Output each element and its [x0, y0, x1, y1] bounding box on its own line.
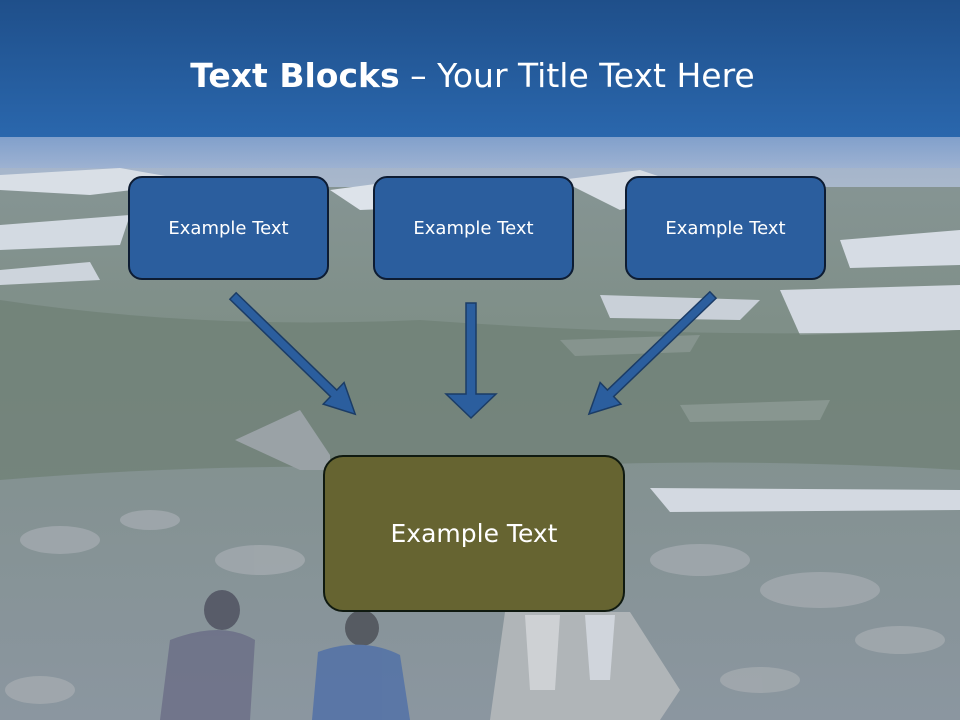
text-block-middle: Example Text — [373, 176, 574, 280]
text-block-left-label: Example Text — [168, 217, 289, 239]
text-block-middle-label: Example Text — [413, 217, 534, 239]
title-bar — [0, 0, 960, 137]
slide-title-bold: Text Blocks — [190, 56, 400, 95]
slide-title-rest: – Your Title Text Here — [399, 56, 755, 95]
arrow-middle-down — [444, 302, 498, 420]
arrow-left-diagonal — [228, 291, 357, 416]
text-block-bottom-label: Example Text — [390, 519, 558, 548]
text-block-right: Example Text — [625, 176, 826, 280]
text-block-left: Example Text — [128, 176, 329, 280]
title-bar-strip — [0, 137, 960, 168]
text-block-right-label: Example Text — [665, 217, 786, 239]
text-block-bottom: Example Text — [323, 455, 625, 612]
arrow-right-diagonal — [587, 290, 718, 416]
slide-title: Text Blocks – Your Title Text Here — [0, 56, 945, 96]
